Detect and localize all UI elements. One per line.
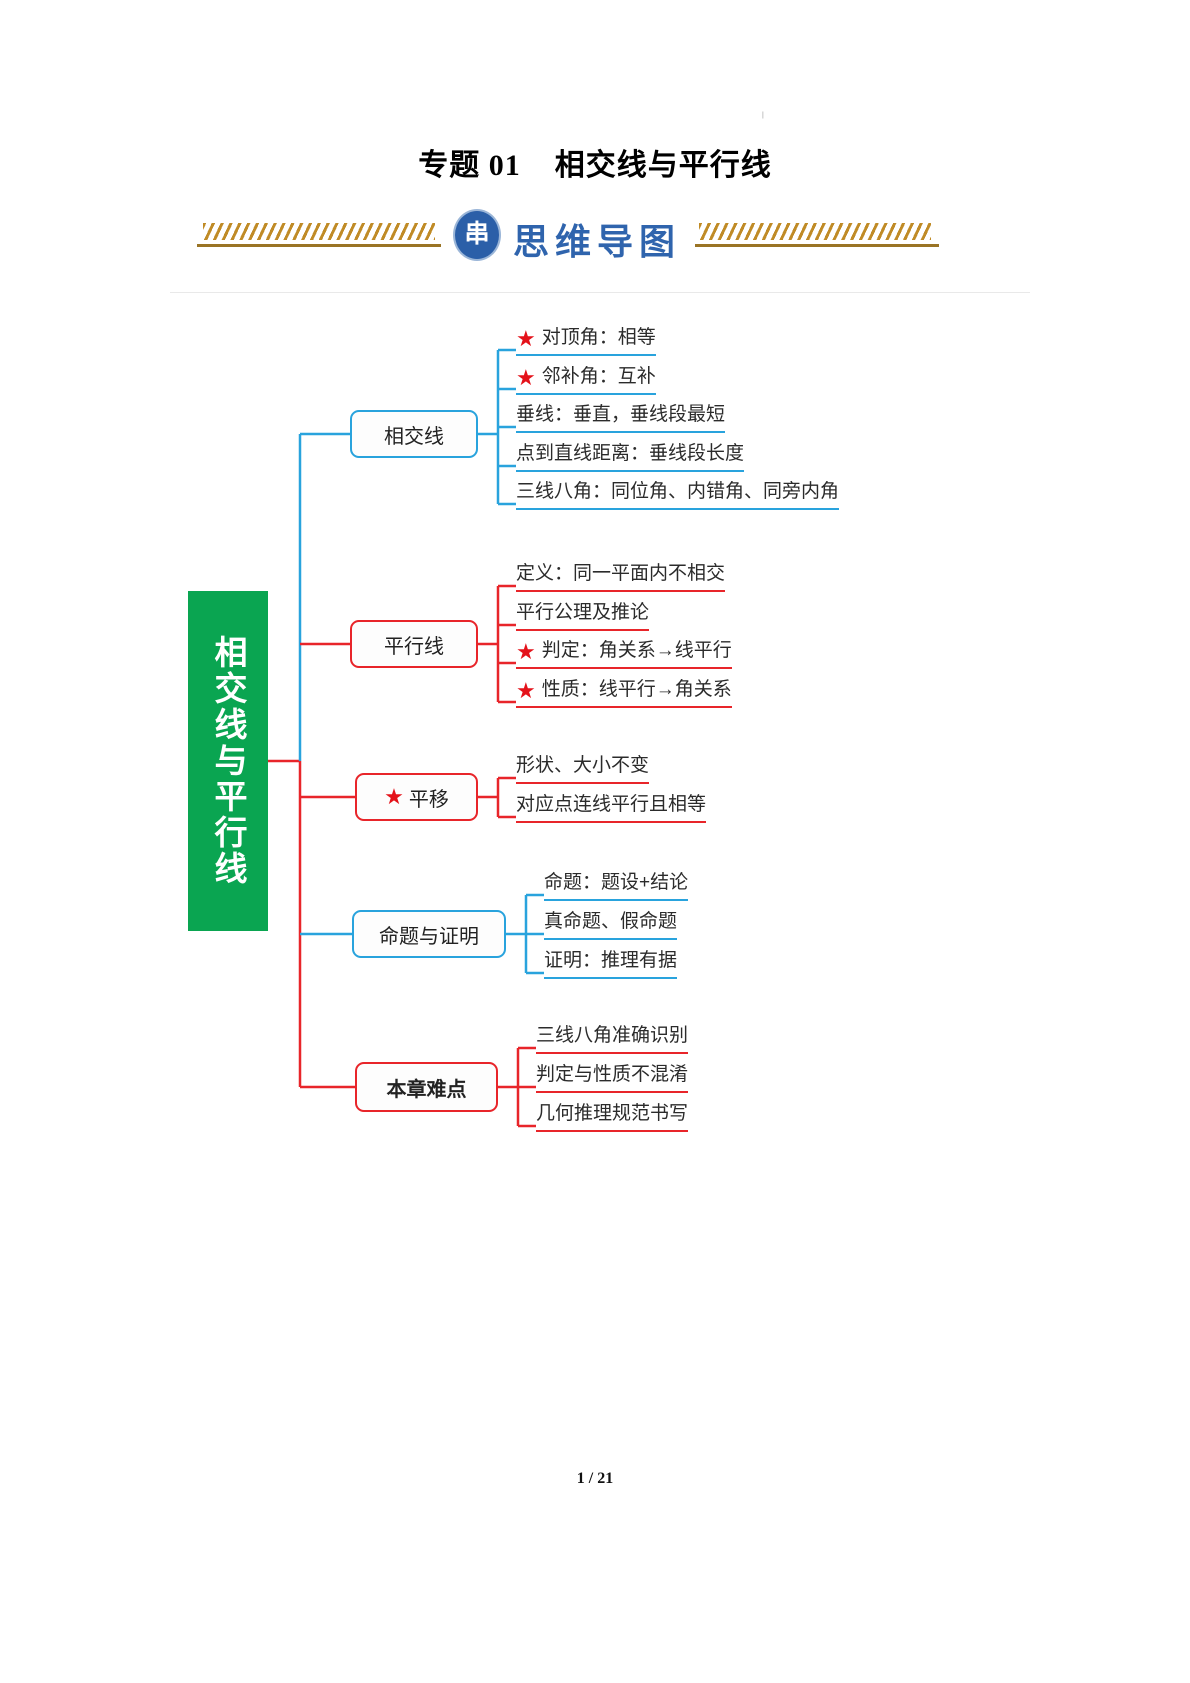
leaf-item[interactable]: 真命题、假命题	[544, 906, 678, 940]
header-divider	[170, 292, 1030, 293]
leaf-label: 对顶角：相等	[541, 327, 656, 348]
leaf-item[interactable]: 垂线：垂直，垂线段最短	[516, 399, 726, 433]
leaf-item[interactable]: 三线八角：同位角、内错角、同旁内角	[516, 476, 840, 510]
banner-badge-char: 串	[464, 221, 490, 248]
leaf-label: 几何推理规范书写	[536, 1103, 689, 1124]
star-icon: ★	[516, 639, 536, 664]
leaf-item[interactable]: 命题：题设+结论	[544, 867, 689, 901]
star-icon: ★	[516, 365, 536, 390]
leaf-item[interactable]: 几何推理规范书写	[536, 1098, 689, 1132]
leaf-item[interactable]: 点到直线距离：垂线段长度	[516, 438, 745, 472]
leaf-label: 邻补角：互补	[541, 366, 656, 387]
banner-badge-circle: 串	[455, 211, 499, 259]
leaf-item[interactable]: 判定与性质不混淆	[536, 1059, 689, 1093]
leaf-item[interactable]: ★ 邻补角：互补	[516, 361, 656, 395]
leaf-label: 命题：题设+结论	[544, 872, 689, 893]
mindmap-connectors	[268, 348, 544, 1128]
leaf-label: 定义：同一平面内不相交	[516, 563, 726, 584]
leaf-item[interactable]: 平行公理及推论	[516, 597, 650, 631]
branch-node-parallel-lines[interactable]: 平行线	[350, 620, 478, 668]
leaf-label: 真命题、假命题	[544, 911, 678, 932]
star-icon: ★	[384, 784, 404, 809]
branch-label: 命题与证明	[379, 925, 479, 948]
leaf-label: 证明：推理有据	[544, 950, 678, 971]
page-footer: 1 / 21	[576, 1470, 614, 1487]
leaf-item[interactable]: 三线八角准确识别	[536, 1020, 689, 1054]
branch-node-translation[interactable]: ★ 平移	[355, 773, 478, 821]
branch-label: 本章难点	[386, 1078, 467, 1101]
banner-hatch-left	[203, 223, 435, 240]
page-title-spacer	[529, 149, 546, 182]
branch-label: 平移	[408, 788, 449, 811]
mindmap: 相交线与平行线 相交线 ★ 对顶角：相等 ★ 邻补角：互补 垂线：垂直，垂线段最…	[0, 300, 1190, 1180]
branch-label: 平行线	[384, 635, 444, 658]
page-tiny-mark: |	[762, 112, 764, 119]
leaf-item[interactable]: ★ 对顶角：相等	[516, 322, 656, 356]
leaf-label: 对应点连线平行且相等	[516, 794, 707, 815]
branch-node-intersecting-lines[interactable]: 相交线	[350, 410, 478, 458]
star-icon: ★	[516, 326, 536, 351]
banner-label: 思维导图	[513, 222, 682, 262]
banner-hatch-right	[699, 223, 931, 240]
leaf-label: 点到直线距离：垂线段长度	[516, 443, 745, 464]
branch-node-propositions-proof[interactable]: 命题与证明	[352, 910, 506, 958]
leaf-label: 三线八角准确识别	[536, 1025, 689, 1046]
leaf-label: 判定：角关系→线平行	[541, 640, 732, 661]
leaf-item[interactable]: ★ 性质：线平行→角关系	[516, 674, 732, 708]
branch-node-chapter-difficulties[interactable]: 本章难点	[355, 1062, 498, 1112]
leaf-label: 平行公理及推论	[516, 602, 650, 623]
leaf-item[interactable]: 定义：同一平面内不相交	[516, 558, 726, 592]
leaf-item[interactable]: 对应点连线平行且相等	[516, 789, 707, 823]
leaf-item[interactable]: 证明：推理有据	[544, 945, 678, 979]
banner-rule-right	[695, 244, 939, 247]
page-title-prefix: 专题 01	[418, 149, 521, 182]
leaf-label: 形状、大小不变	[516, 755, 650, 776]
leaf-label: 三线八角：同位角、内错角、同旁内角	[516, 481, 840, 502]
mindmap-root-label: 相交线与平行线	[209, 635, 247, 887]
star-icon: ★	[516, 678, 536, 703]
section-banner: 串 思维导图	[183, 205, 939, 267]
page-title-main: 相交线与平行线	[554, 149, 772, 182]
leaf-label: 判定与性质不混淆	[536, 1064, 689, 1085]
branch-label: 相交线	[384, 425, 444, 448]
mindmap-root-node[interactable]: 相交线与平行线	[188, 591, 268, 931]
leaf-label: 性质：线平行→角关系	[541, 679, 732, 700]
leaf-label: 垂线：垂直，垂线段最短	[516, 404, 726, 425]
leaf-item[interactable]: 形状、大小不变	[516, 750, 650, 784]
page-title: 专题 01 相交线与平行线	[0, 140, 1190, 184]
leaf-item[interactable]: ★ 判定：角关系→线平行	[516, 635, 732, 669]
banner-rule-left	[197, 244, 441, 247]
